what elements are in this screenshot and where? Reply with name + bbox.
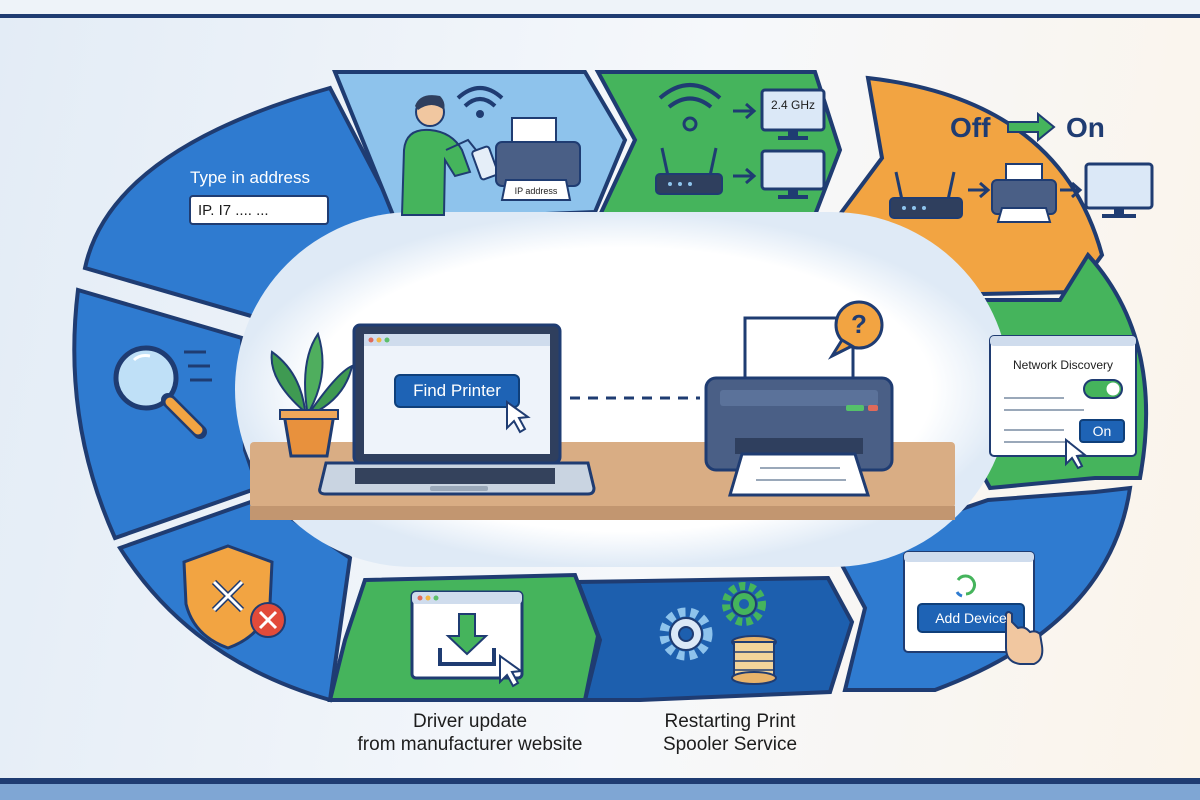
add-device-button-label: Add Device	[935, 610, 1007, 626]
green-arrow-icon	[1007, 111, 1056, 143]
ip-address-paper-label: IP address	[514, 186, 558, 196]
person-icon	[400, 95, 477, 216]
ip-address-input[interactable]	[189, 195, 329, 225]
cursor-icon	[506, 400, 531, 434]
hand-pointer-icon	[1005, 611, 1044, 665]
top-frame-line	[0, 14, 1200, 18]
wifi-signal-icon	[658, 83, 722, 132]
wifi-band-label: 2.4 GHz	[770, 98, 815, 112]
monitor-icon	[760, 88, 826, 140]
arrow-icon	[733, 167, 757, 185]
phone-icon	[471, 145, 499, 181]
cursor-icon	[1065, 437, 1088, 470]
network-discovery-title: Network Discovery	[1012, 358, 1114, 372]
spool-icon	[731, 635, 777, 685]
download-icon	[438, 613, 496, 666]
driver-update-caption: Driver update from manufacturer website	[357, 711, 583, 755]
find-printer-button[interactable]	[394, 374, 520, 408]
arrow-icon	[968, 181, 991, 199]
magnifier-icon	[113, 345, 212, 439]
printer-icon	[991, 163, 1057, 223]
bottom-frame-line	[0, 778, 1200, 784]
arrow-icon	[733, 102, 757, 120]
bottom-strip	[0, 784, 1200, 800]
spooler-caption: Restarting Print Spooler Service	[662, 711, 798, 755]
gear-icon	[722, 582, 766, 626]
plant-icon	[270, 331, 354, 458]
power-on-label: On	[1066, 112, 1105, 143]
loading-spinner-icon	[955, 574, 976, 598]
on-button[interactable]	[1079, 419, 1125, 443]
wifi-icon	[456, 86, 504, 118]
gear-icon	[659, 607, 713, 661]
help-bubble-icon	[827, 300, 884, 360]
monitor-icon	[760, 149, 826, 199]
arrow-icon	[1060, 181, 1083, 199]
type-address-label: Type in address	[190, 168, 311, 187]
laptop-icon	[318, 323, 596, 496]
add-device-button[interactable]	[917, 603, 1025, 633]
close-icon	[250, 602, 286, 638]
wifi-printer-icon	[495, 117, 581, 201]
find-printer-button-label: Find Printer	[413, 381, 501, 400]
ip-address-value: IP. I7 .... ...	[198, 202, 269, 219]
cursor-icon	[499, 654, 524, 688]
printer-icon	[704, 316, 894, 497]
router-icon	[889, 171, 963, 219]
network-discovery-toggle[interactable]	[1083, 379, 1123, 399]
on-button-label: On	[1092, 423, 1112, 439]
help-question-mark: ?	[851, 309, 867, 339]
monitor-icon	[1084, 162, 1154, 218]
segment-search	[72, 287, 261, 541]
power-off-label: Off	[950, 112, 991, 143]
segment-spooler	[575, 575, 855, 702]
router-icon	[655, 147, 723, 195]
